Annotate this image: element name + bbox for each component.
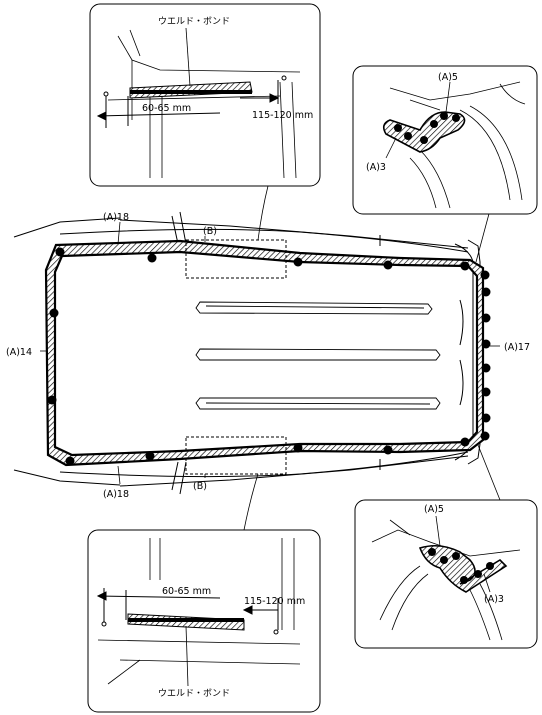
inset-top-dim-right: 115-120 mm [252,110,313,121]
callout-a14: (A)14 [6,347,32,358]
spot-weld [145,451,155,461]
roof-outline [13,211,481,495]
spot-weld [481,363,491,373]
callout-b-top: (B) [203,226,217,237]
spot-weld [460,437,470,447]
inset-upper-right-detail: (A)5 (A)3 [352,65,538,215]
inset-bottom-detail: ウエルド・ボンド 60-65 mm 115-120 mm [87,529,321,713]
spot-weld [460,261,470,271]
spot-weld [481,413,491,423]
adhesive-band [44,239,485,467]
spot-weld [480,431,490,441]
inset-bottom-dim-left: 60-65 mm [162,586,211,597]
roof-bow-rear [195,397,441,410]
inset-top-detail: ウエルド・ボンド 60-65 mm 115-120 mm [89,3,321,187]
spot-weld [293,257,303,267]
inset-lower-right-a5: (A)5 [424,504,444,515]
callout-a17: (A)17 [504,342,530,353]
callout-a18-top: (A)18 [103,212,129,223]
spot-weld [49,308,59,318]
roof-bows [195,301,441,410]
spot-weld [293,443,303,453]
callout-a18-bottom: (A)18 [103,489,129,500]
inset-lower-right-a3: (A)3 [484,594,504,605]
inset-top-bond-label: ウエルド・ボンド [158,16,230,27]
detail-box-b-top [185,239,287,279]
spot-welds [47,247,491,466]
roof-bow-middle [195,348,441,361]
detail-box-b-bottom [185,436,287,475]
inset-lower-right-detail: (A)5 (A)3 [354,499,538,649]
spot-weld [65,456,75,466]
inset-upper-right-a5: (A)5 [438,72,458,83]
spot-weld [480,270,490,280]
inset-top-dim-left: 60-65 mm [142,103,191,114]
leader-lines [40,185,501,531]
spot-weld [55,247,65,257]
spot-weld [481,339,491,349]
inset-bottom-dim-right: 115-120 mm [244,596,305,607]
inset-upper-right-a3: (A)3 [366,162,386,173]
spot-weld [481,387,491,397]
spot-weld [147,253,157,263]
spot-weld [481,287,491,297]
callout-b-bottom: (B) [193,481,207,492]
spot-weld [383,445,393,455]
spot-weld [383,260,393,270]
inset-bottom-bond-label: ウエルド・ボンド [158,688,230,699]
spot-weld [481,313,491,323]
roof-bow-front [195,301,433,315]
spot-weld [47,395,57,405]
